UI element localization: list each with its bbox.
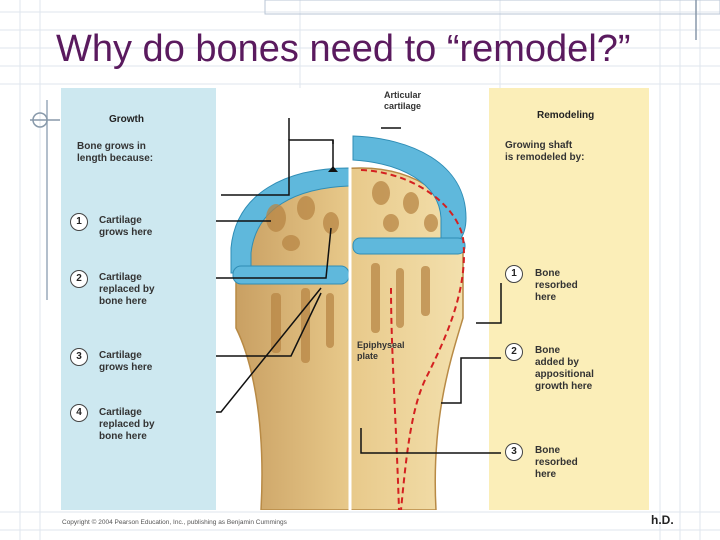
remodel-boundary-lower — [390, 287, 400, 510]
growth-panel — [61, 88, 216, 510]
growth-step-1-badge: 1 — [70, 213, 88, 231]
growth-step-4-badge: 4 — [70, 404, 88, 422]
growth-step-2-badge: 2 — [70, 270, 88, 288]
remodeling-heading: Remodeling — [537, 110, 595, 121]
remodel-step-1-badge: 1 — [505, 265, 523, 283]
epiphyseal-plate-left — [232, 265, 350, 285]
remodel-callout-lines — [360, 127, 502, 454]
remodeling-panel — [489, 88, 649, 510]
author-fragment: h.D. — [651, 513, 674, 527]
growth-step-3-badge: 3 — [70, 348, 88, 366]
remodel-step-2-badge: 2 — [505, 343, 523, 361]
remodel-step-3-badge: 3 — [505, 443, 523, 461]
copyright-notice: Copyright © 2004 Pearson Education, Inc.… — [62, 519, 287, 526]
bone-illustration — [216, 118, 502, 510]
epiphyseal-plate-right — [352, 237, 466, 255]
slide-title: Why do bones need to “remodel?” — [56, 28, 631, 70]
growth-heading: Growth — [109, 114, 144, 125]
remodel-boundary-upper — [360, 169, 465, 510]
spongy-bone — [266, 181, 438, 363]
growth-callout-lines — [216, 118, 334, 413]
growth-arrowheads — [328, 166, 338, 172]
